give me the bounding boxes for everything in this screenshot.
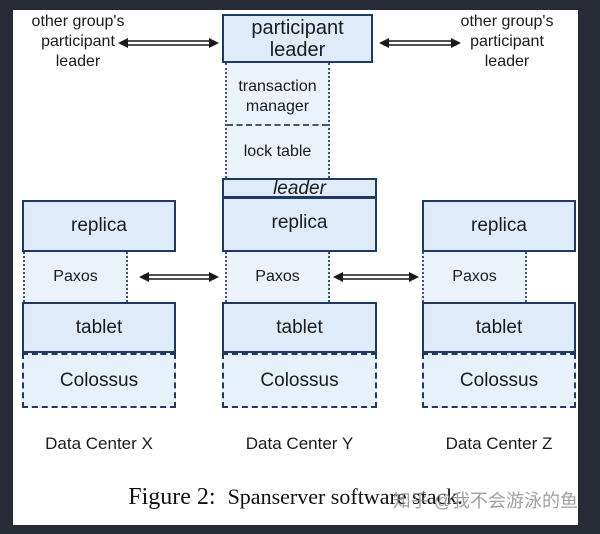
label-line: leader (484, 53, 530, 70)
other-group-right-label: other group's participant leader (442, 12, 572, 72)
double-arrow-icon (118, 38, 219, 48)
label-line: participant (470, 33, 544, 50)
label-line: other group's (460, 13, 554, 30)
dashed-divider (227, 124, 328, 126)
leader-replica-box: leader replica (222, 178, 377, 252)
zhihu-watermark: 知乎 @我不会游泳的鱼 (392, 491, 578, 511)
replica-box-right: replica (422, 200, 576, 252)
replica-box-center: replica (271, 212, 328, 233)
datacenter-z-label: Data Center Z (445, 434, 553, 453)
caption-text: Spanserver software stack. (227, 484, 463, 509)
datacenter-x-label: Data Center X (45, 434, 153, 453)
participant-leader-line: leader (269, 39, 326, 61)
tablet-box-right: tablet (422, 302, 576, 353)
label-line: manager (245, 98, 310, 115)
replica-box-left: replica (22, 200, 176, 252)
double-arrow-icon (139, 272, 219, 282)
other-group-left-label: other group's participant leader (13, 12, 143, 72)
paxos-strip-right: Paxos (422, 252, 527, 302)
datacenter-y-label: Data Center Y (245, 434, 354, 453)
label-line: transaction (238, 78, 317, 95)
leader-cell: leader (224, 179, 375, 199)
diagram-panel: other group's participant leader other g… (13, 10, 578, 525)
tablet-box-left: tablet (22, 302, 176, 353)
transaction-manager-region: transaction manager lock table (225, 63, 330, 178)
double-arrow-icon (333, 272, 419, 282)
colossus-box-center: Colossus (222, 353, 377, 408)
paxos-strip-left: Paxos (23, 252, 128, 302)
transaction-manager-label: transaction manager (227, 77, 328, 117)
tablet-box-center: tablet (222, 302, 377, 353)
label-line: other group's (31, 13, 125, 30)
double-arrow-icon (379, 38, 461, 48)
label-line: participant (41, 33, 115, 50)
participant-leader-box: participant leader (222, 14, 373, 63)
lock-table-label: lock table (243, 143, 312, 160)
participant-leader-line: participant (251, 17, 344, 39)
label-line: leader (55, 53, 101, 70)
colossus-box-left: Colossus (22, 353, 176, 408)
caption-prefix: Figure 2: (128, 484, 216, 510)
paxos-strip-center: Paxos (225, 252, 330, 302)
colossus-box-right: Colossus (422, 353, 576, 408)
figure-caption: Figure 2: Spanserver software stack. (13, 484, 578, 511)
